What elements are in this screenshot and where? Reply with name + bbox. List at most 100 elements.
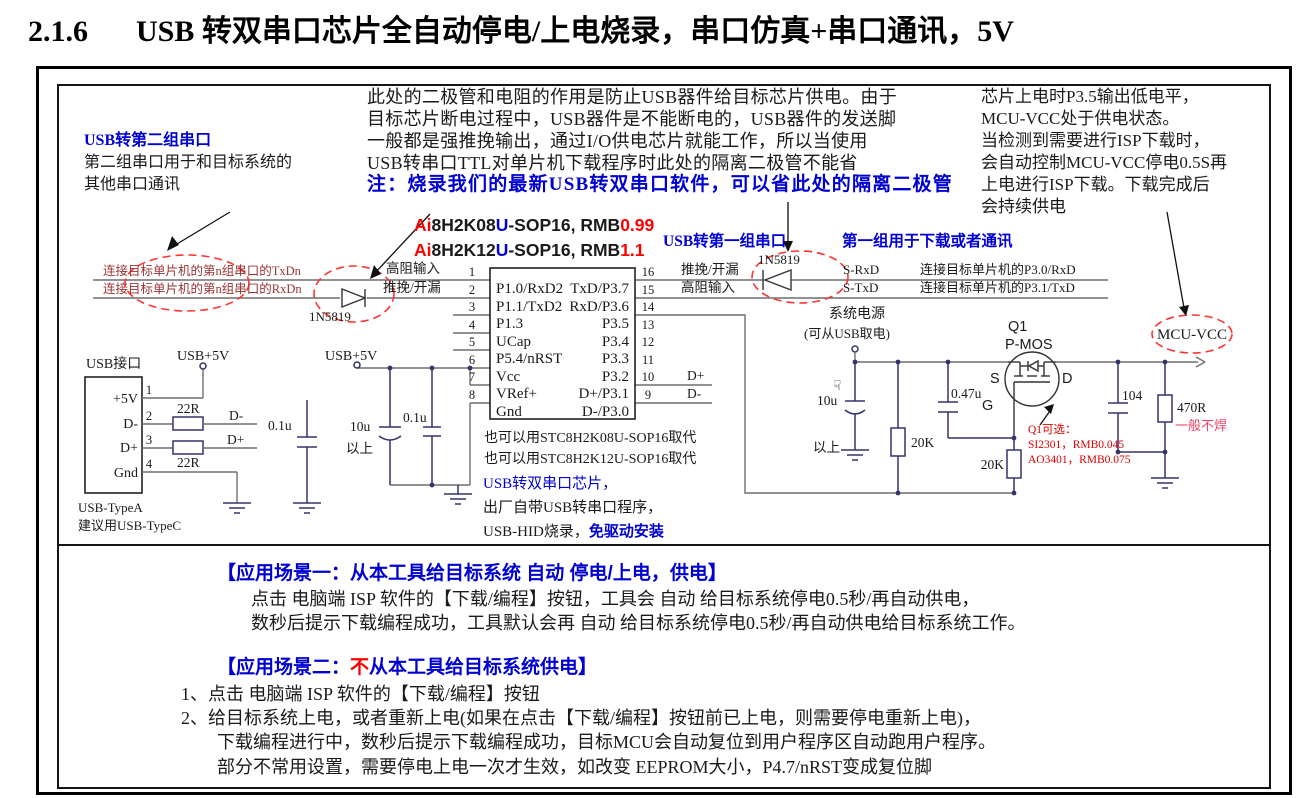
pin-label: P3.2 <box>602 369 629 385</box>
pin-number: 3 <box>469 300 475 314</box>
highlight-mcu-vcc <box>1151 314 1233 354</box>
cap-01u-label: 0.1u <box>403 410 427 425</box>
diode-left-partnumber: 1N5819 <box>309 309 351 324</box>
q1-label: Q1 <box>1008 319 1027 335</box>
usb-typea-note: USB-TypeA <box>78 500 143 515</box>
pin-label: Gnd <box>496 404 522 420</box>
scenario1-line1: 点击 电脑端 ISP 软件的【下载/编程】按钮，工具会 自动 给目标系统停电0.… <box>251 589 980 609</box>
note-line: USB转双串口芯片， <box>483 476 618 492</box>
resistor-470r-label: 470R <box>1177 400 1206 415</box>
pin-label: RxD/P3.6 <box>569 299 629 315</box>
usb-pin-number: 2 <box>146 409 152 423</box>
section-divider <box>59 544 1269 546</box>
left-serial-wires <box>93 279 490 309</box>
second-uart-note: USB转第二组串口 第二组串口用于和目标系统的 其他串口通讯 <box>84 130 292 196</box>
section-title: USB 转双串口芯片全自动停电/上电烧录，串口仿真+串口通讯，5V <box>136 15 1014 48</box>
pin-number: 9 <box>645 388 651 402</box>
no-solder-note: 一般不焊 <box>1175 418 1227 433</box>
pin-label: TxD/P3.7 <box>570 281 629 297</box>
sys-power-label: 系统电源 <box>829 306 885 322</box>
section-number: 2.1.6 <box>28 15 88 48</box>
chip-model-1: Ai8H2K08U-SOP16, RMB0.99 <box>414 215 655 235</box>
dminus-label: D- <box>687 386 702 401</box>
resistor-20k-label: 20K <box>911 435 935 450</box>
target-rxd-label: 连接目标单片机的P3.0/RxD <box>920 262 1076 277</box>
resistor-22r-label: 22R <box>177 455 200 470</box>
alt-chip-note: 也可以用STC8H2K08U-SOP16取代 也可以用STC8H2K12U-SO… <box>484 428 696 470</box>
cap-10u-note: 以上 <box>346 441 373 456</box>
usb-pin-label: D+ <box>120 441 138 456</box>
p35-control-wire <box>635 314 1014 494</box>
usb-pin-number: 1 <box>146 383 152 397</box>
chip-desc-note: USB转双串口芯片， 出厂自带USB转串口程序， USB-HID烧录，免驱动安装 <box>483 472 664 544</box>
pin-label: P1.1/TxD2 <box>496 299 562 315</box>
pin-label: D+/P3.1 <box>578 386 629 402</box>
pin-number: 11 <box>642 353 654 367</box>
note-line: 会自动控制MCU-VCC停电0.5S再 <box>981 153 1228 172</box>
s-rxd-label: S-RxD <box>843 262 879 277</box>
scenario2-title: 【应用场景二：不从本工具给目标系统供电】 <box>217 657 598 678</box>
note-line: USB转串口TTL对单片机下载程序时此处的隔离二极管不能省 <box>367 153 858 173</box>
pin-label: P1.0/RxD2 <box>496 281 563 297</box>
note-line: 当检测到需要进行ISP下载时， <box>981 131 1210 150</box>
right-pushpull-label: 推挽/开漏 <box>681 262 739 277</box>
diode-1n5819-right <box>763 268 792 292</box>
chip-model-2: Ai8H2K12U-SOP16, RMB1.1 <box>414 240 645 260</box>
pin-number: 2 <box>469 283 475 297</box>
left-hiz-label: 高阻输入 <box>386 260 440 276</box>
note-line: 也可以用STC8H2K08U-SOP16取代 <box>484 431 697 446</box>
cap-10u-note: 以上 <box>813 440 840 455</box>
scenario2-line4: 部分不常用设置，需要停电上电一次才生效，如改变 EEPROM大小，P4.7/nR… <box>217 757 933 777</box>
q1-option-2: AO3401，RMB0.075 <box>1028 454 1131 466</box>
mcu-vcc-net: MCU-VCC <box>1157 327 1227 343</box>
scenario2-line1: 1、点击 电脑端 ISP 软件的【下载/编程】按钮 <box>181 684 540 704</box>
pin-label: Vcc <box>496 369 520 385</box>
page-title: 2.1.6 USB 转双串口芯片全自动停电/上电烧录，串口仿真+串口通讯，5V <box>28 6 1014 50</box>
pin-number: 12 <box>642 335 655 349</box>
pin-label: P3.3 <box>602 351 629 367</box>
mid-capacitors <box>353 361 472 505</box>
red-dashed-highlights <box>124 250 1233 354</box>
note-line: 会持续供电 <box>981 197 1066 216</box>
q1-option-title: Q1可选： <box>1028 423 1077 436</box>
cap-01u-label: 0.1u <box>268 418 292 433</box>
pin-number: 13 <box>642 318 655 332</box>
pin-number: 1 <box>469 265 475 279</box>
usb-header: USB接口 <box>86 355 141 372</box>
first-uart-purpose: 第一组用于下载或者通讯 <box>842 233 1013 250</box>
power-switch-circuit <box>841 345 1206 493</box>
cap-047u-label: 0.47u <box>951 386 982 401</box>
right-hiz-label: 高阻输入 <box>681 279 735 295</box>
note-line: MCU-VCC处于供电状态。 <box>981 109 1180 128</box>
resistor-20k-label: 20K <box>981 457 1005 472</box>
target-txd-label: 连接目标单片机的P3.1/TxD <box>920 280 1075 295</box>
s-txd-label: S-TxD <box>843 280 878 295</box>
highlight-right-diode <box>751 250 849 304</box>
pin-number: 4 <box>469 318 476 332</box>
pin-number: 10 <box>642 370 655 384</box>
note-line: 一般都是强推挽输出，通过I/O供电芯片就能工作，所以当使用 <box>367 131 868 151</box>
pin-number: 16 <box>642 265 655 279</box>
note-line: 出厂自带USB转串口程序， <box>483 500 663 516</box>
pin-label: VRef+ <box>496 386 537 402</box>
pin-number: 7 <box>469 370 475 384</box>
pin-label: D-/P3.0 <box>582 404 629 420</box>
wire-label-rxdn: 连接目标单片机的第n组串口的RxDn <box>103 281 302 296</box>
pin-number: 14 <box>642 300 655 314</box>
scenario1-title: 【应用场景一：从本工具给目标系统 自动 停电/上电，供电】 <box>217 563 727 584</box>
note-remark: 注：烧录我们的最新USB转双串口软件，可以省此处的隔离二极管 <box>367 174 953 195</box>
cap-10u-label: 10u <box>350 419 371 434</box>
pin-label: UCap <box>496 334 531 350</box>
note-line: 第二组串口用于和目标系统的 <box>84 154 293 171</box>
resistor-22r-label: 22R <box>177 401 200 416</box>
note-line: 目标芯片断电过程中，USB器件是不能断电的，USB器件的发送脚 <box>367 109 897 129</box>
usb-typec-note: 建议用USB-TypeC <box>78 518 181 533</box>
usb-dp-net: D+ <box>227 432 244 447</box>
gate-label: G <box>982 398 993 414</box>
chip-model-list: Ai8H2K08U-SOP16, RMB0.99 Ai8H2K12U-SOP16… <box>414 213 654 263</box>
usb-connector <box>84 362 321 514</box>
highlight-left-labels <box>124 254 250 312</box>
dplus-label: D+ <box>687 368 704 383</box>
sys-power-note: (可从USB取电) <box>804 326 890 341</box>
